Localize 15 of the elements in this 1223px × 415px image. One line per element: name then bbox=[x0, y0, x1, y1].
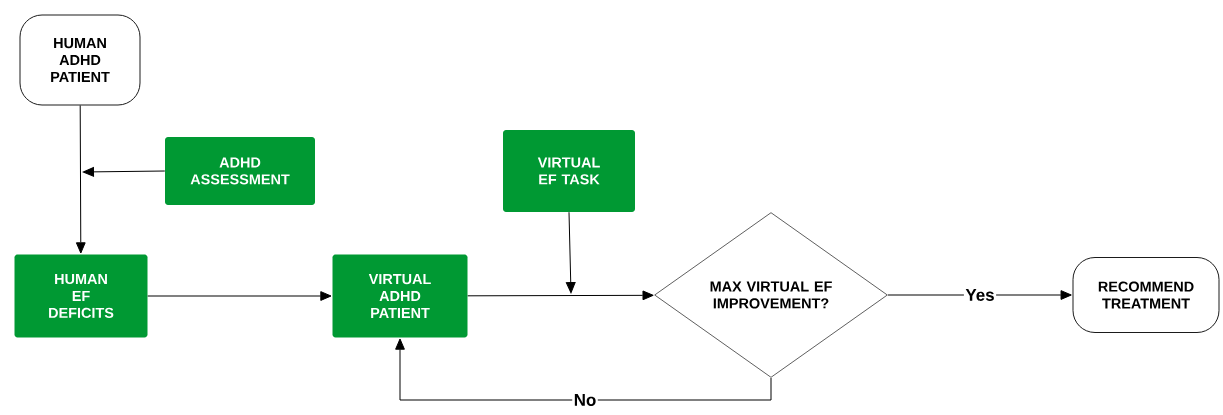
edge-label: No bbox=[572, 392, 598, 408]
arrow bbox=[82, 167, 166, 177]
arrow bbox=[467, 290, 654, 301]
arrow bbox=[565, 211, 576, 294]
terminal-box: RECOMMEND TREATMENT bbox=[1072, 257, 1220, 333]
arrow bbox=[75, 104, 86, 254]
process-box: ADHD ASSESSMENT bbox=[165, 137, 315, 205]
arrow bbox=[887, 290, 1072, 300]
edge-label: Yes bbox=[963, 287, 997, 303]
process-box: HUMAN EF DEFICITS bbox=[14, 254, 148, 338]
process-box: VIRTUAL EF TASK bbox=[503, 130, 635, 212]
arrow bbox=[147, 291, 332, 301]
process-box: VIRTUAL ADHD PATIENT bbox=[332, 254, 468, 338]
arrow bbox=[395, 338, 772, 401]
terminal-box: HUMAN ADHD PATIENT bbox=[19, 14, 141, 106]
